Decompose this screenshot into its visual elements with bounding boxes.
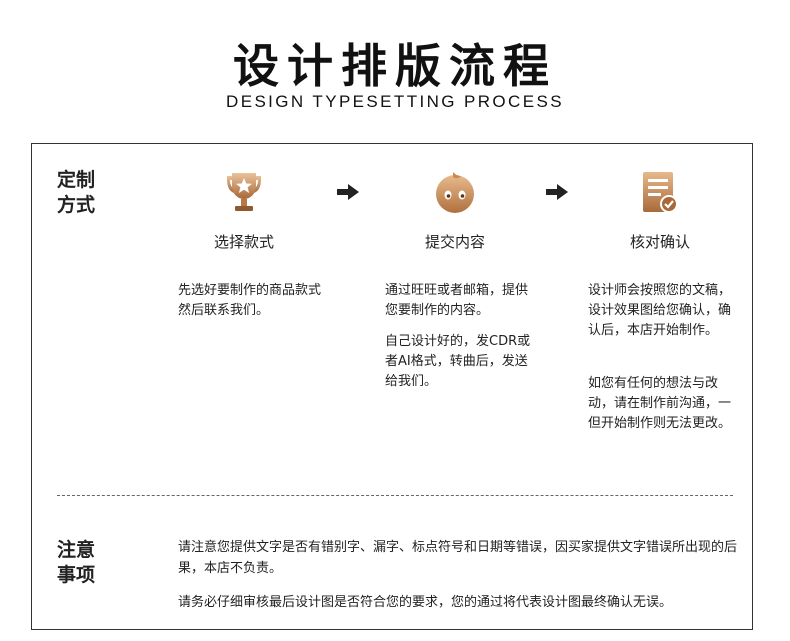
- custom-method-label: 定制 方式: [57, 168, 95, 218]
- notes-label-line1: 注意: [57, 539, 96, 561]
- step-title-confirm: 核对确认: [629, 233, 690, 251]
- section-divider: [57, 495, 733, 496]
- note-item: 请务必仔细审核最后设计图是否符合您的要求，您的通过将代表设计图最终确认无误。: [178, 595, 673, 610]
- arrow-right-icon: [546, 184, 568, 200]
- step-title-select-style: 选择款式: [213, 233, 274, 251]
- clipboard-check-icon: [643, 172, 678, 213]
- notes-label: 注意 事项: [57, 538, 95, 588]
- step3-description-2: 如您有任何的想法与改动，请在制作前沟通，一但开始制作则无法更改。: [588, 376, 732, 431]
- arrow-right-icon: [337, 184, 359, 200]
- page-title: 设计排版流程: [233, 39, 557, 93]
- step-title-submit-content: 提交内容: [424, 233, 485, 251]
- note-item: 请注意您提供文字是否有错别字、漏字、标点符号和日期等错误，因买家提供文字错误所出…: [178, 540, 738, 576]
- wangwang-chat-icon: [436, 172, 474, 213]
- custom-method-label-line2: 方式: [57, 194, 96, 216]
- step1-description: 先选好要制作的商品款式然后联系我们。: [178, 283, 322, 318]
- notes-label-line2: 事项: [57, 564, 96, 586]
- step2-description-2: 自己设计好的，发CDR或者AI格式，转曲后，发送给我们。: [385, 334, 531, 389]
- trophy-icon: [227, 173, 261, 211]
- process-panel: [31, 143, 753, 630]
- step2-description-1: 通过旺旺或者邮箱，提供您要制作的内容。: [385, 283, 529, 318]
- custom-method-label-line1: 定制: [57, 169, 96, 191]
- page-subtitle: DESIGN TYPESETTING PROCESS: [226, 92, 564, 111]
- step3-description-1: 设计师会按照您的文稿，设计效果图给您确认，确认后，本店开始制作。: [588, 283, 732, 338]
